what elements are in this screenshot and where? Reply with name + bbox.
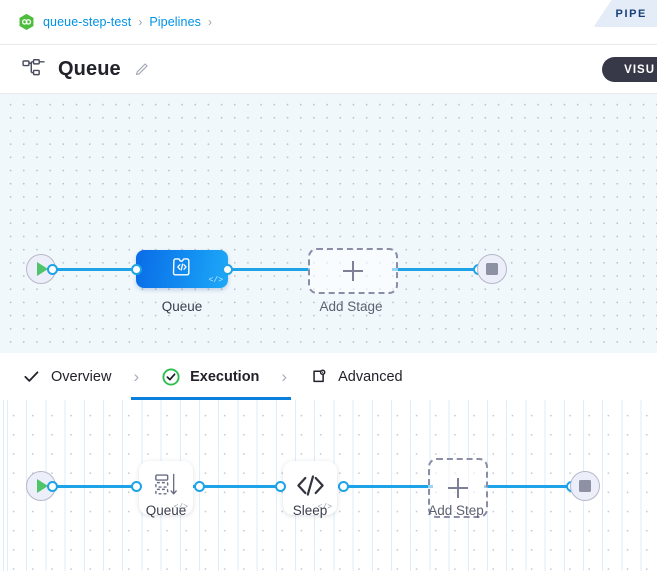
edge-sleep-to-addstep: [338, 485, 433, 488]
code-angle-brackets-icon: [294, 473, 327, 503]
queue-step-input-port[interactable]: [131, 481, 142, 492]
code-template-icon: [170, 255, 194, 284]
edge-addstage-to-end: [392, 268, 484, 271]
add-step-label: Add Step: [428, 503, 484, 518]
pipeline-nodes-icon: [22, 59, 46, 79]
stage-canvas[interactable]: </> Queue Add Stage: [0, 94, 657, 353]
queue-step-output-port[interactable]: [194, 481, 205, 492]
sleep-output-port[interactable]: [338, 481, 349, 492]
code-badge: </>: [317, 503, 332, 512]
tab-execution[interactable]: Execution: [131, 353, 292, 400]
edge-start-to-queue-step: [48, 485, 140, 488]
tab-separator: ›: [281, 367, 288, 386]
queue-input-port[interactable]: [131, 264, 142, 275]
ribbon-text: PIPE: [615, 7, 647, 20]
play-icon: [37, 479, 48, 493]
play-icon: [37, 262, 48, 276]
breadcrumb-separator: ›: [138, 15, 143, 29]
queue-output-port[interactable]: [222, 264, 233, 275]
harness-hexagon-icon: [18, 13, 35, 31]
step-node-sleep[interactable]: </>: [283, 461, 337, 515]
start-output-port[interactable]: [47, 264, 58, 275]
tab-advanced-label: Advanced: [338, 368, 403, 385]
code-badge: </>: [173, 503, 188, 512]
edge-queue-to-addstage: [222, 268, 310, 271]
add-stage-button[interactable]: [308, 248, 398, 294]
plus-icon: [343, 261, 363, 281]
edge-start-to-queue: [48, 268, 143, 271]
breadcrumb-item-pipelines[interactable]: Pipelines: [149, 15, 201, 29]
tab-separator: ›: [133, 367, 140, 386]
page-header: Queue VISU: [0, 45, 657, 94]
add-stage-label: Add Stage: [319, 299, 383, 314]
step-label-queue: Queue: [145, 503, 187, 518]
stage-label-queue: Queue: [161, 299, 203, 314]
edge-queue-to-sleep: [136, 485, 286, 488]
execution-steps-canvas[interactable]: </> Queue </> Sleep Add Step: [0, 400, 657, 571]
queue-stack-icon: [152, 471, 181, 505]
visual-yaml-toggle[interactable]: VISU: [602, 57, 657, 82]
pipeline-ribbon-label: PIPE: [593, 0, 657, 27]
pencil-edit-icon[interactable]: [134, 61, 150, 77]
sleep-input-port[interactable]: [275, 481, 286, 492]
page-title: Queue: [58, 57, 121, 80]
end-node[interactable]: [570, 471, 600, 501]
breadcrumb: queue-step-test › Pipelines › PIPE: [0, 0, 657, 45]
start-output-port[interactable]: [47, 481, 58, 492]
check-icon: [22, 367, 41, 386]
tab-advanced[interactable]: Advanced: [309, 353, 403, 400]
step-label-sleep: Sleep: [292, 503, 328, 518]
add-step-button[interactable]: [428, 458, 488, 518]
breadcrumb-item-project[interactable]: queue-step-test: [43, 15, 132, 29]
advanced-gear-box-icon: [309, 367, 328, 386]
start-node[interactable]: [26, 254, 56, 284]
breadcrumb-separator: ›: [208, 15, 212, 29]
tab-overview-label: Overview: [51, 368, 112, 385]
edge-addstep-to-end: [484, 485, 579, 488]
check-circle-green-icon: [161, 367, 180, 386]
stage-config-tabs: Overview › Execution › Advanced: [0, 353, 657, 400]
tab-overview[interactable]: Overview: [22, 353, 111, 400]
plus-icon: [448, 478, 468, 498]
code-badge: </>: [208, 276, 223, 285]
stage-node-queue[interactable]: </>: [136, 250, 228, 288]
step-node-queue[interactable]: </>: [139, 461, 193, 515]
stop-square-icon: [486, 263, 498, 275]
tab-execution-label: Execution: [190, 368, 260, 385]
stop-square-icon: [579, 480, 591, 492]
end-node[interactable]: [477, 254, 507, 284]
